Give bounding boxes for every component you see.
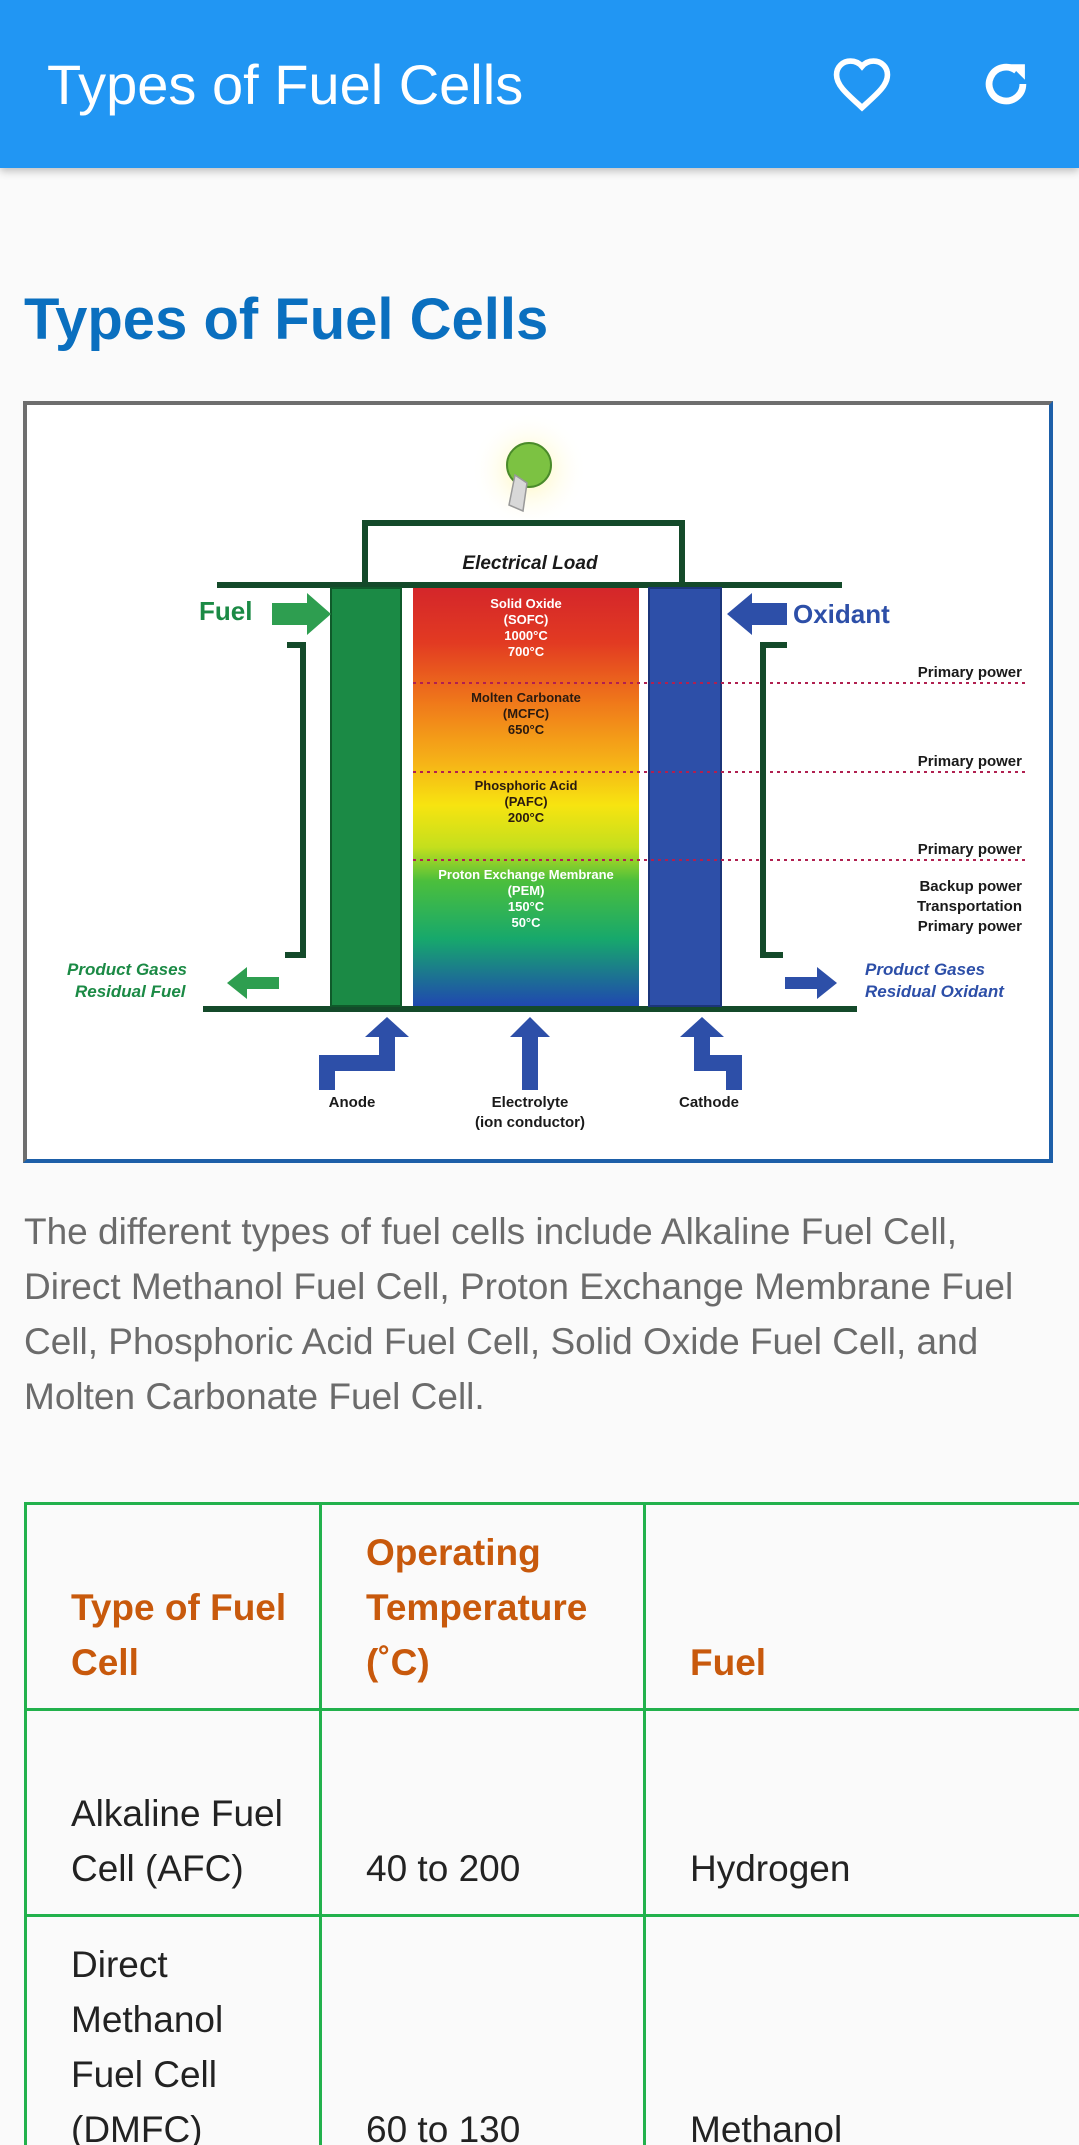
- pafc-abbr: (PAFC): [504, 794, 547, 809]
- header-temperature: Operating Temperature (˚C): [319, 1502, 646, 1711]
- electrolyte-arrow: [510, 1017, 550, 1090]
- app-bar: Types of Fuel Cells: [0, 0, 1079, 168]
- cell-type: Alkaline Fuel Cell (AFC): [24, 1708, 322, 1917]
- cathode-block: [648, 587, 722, 1007]
- header-type: Type of Fuel Cell: [24, 1502, 322, 1711]
- primary-power-label-4: Primary power: [918, 918, 1022, 935]
- pem-temp-high: 150°C: [508, 899, 545, 914]
- anode-label: Anode: [329, 1094, 376, 1111]
- electrolyte-block: [413, 588, 639, 1006]
- page-title: Types of Fuel Cells: [24, 287, 549, 352]
- cell-fuel: Hydrogen: [643, 1708, 1079, 1917]
- pem-temp-low: 50°C: [511, 915, 541, 930]
- anode-block: [330, 587, 402, 1007]
- fuel-out-arrow: [227, 967, 279, 999]
- article-description: The different types of fuel cells includ…: [24, 1211, 1014, 1417]
- mcfc-temp: 650°C: [508, 722, 545, 737]
- load-circuit: [362, 520, 685, 583]
- primary-power-label-2: Primary power: [918, 753, 1022, 770]
- pafc-temp: 200°C: [508, 810, 545, 825]
- refresh-icon: [985, 63, 1027, 105]
- mcfc-abbr: (MCFC): [503, 706, 549, 721]
- ion-conductor-label: (ion conductor): [475, 1114, 585, 1131]
- cathode-arrow: [680, 1017, 742, 1090]
- light-bulb-icon: [506, 442, 552, 513]
- oxidant-label: Oxidant: [793, 599, 890, 629]
- sofc-temp-high: 1000°C: [504, 628, 548, 643]
- oxidant-out-arrow: [785, 967, 837, 999]
- oxidant-in-arrow: [727, 593, 787, 635]
- sofc-label: Solid Oxide: [490, 596, 562, 611]
- electrical-load-label: Electrical Load: [462, 553, 598, 574]
- refresh-button[interactable]: [966, 44, 1046, 124]
- cell-temperature: 40 to 200: [319, 1708, 646, 1917]
- app-bar-title: Types of Fuel Cells: [47, 53, 524, 116]
- header-fuel: Fuel: [643, 1502, 1079, 1711]
- cell-fuel: Methanol: [643, 1914, 1079, 2145]
- sofc-abbr: (SOFC): [504, 612, 549, 627]
- pem-abbr: (PEM): [508, 883, 545, 898]
- table-row: Alkaline Fuel Cell (AFC) 40 to 200 Hydro…: [24, 1708, 1079, 1917]
- fuel-label: Fuel: [199, 596, 252, 626]
- pem-label: Proton Exchange Membrane: [438, 867, 614, 882]
- product-gases-right: Product Gases: [865, 960, 985, 979]
- fuel-return-path: [285, 642, 306, 958]
- heart-outline-icon: [833, 58, 891, 112]
- residual-oxidant-label: Residual Oxidant: [865, 982, 1005, 1001]
- fuel-cell-diagram: Electrical Load Solid Oxide (SOFC) 1000°…: [23, 401, 1053, 1163]
- favorite-button[interactable]: [822, 44, 902, 124]
- mcfc-label: Molten Carbonate: [471, 690, 581, 705]
- cell-temperature: 60 to 130: [319, 1914, 646, 2145]
- electrolyte-label: Electrolyte: [492, 1094, 569, 1111]
- transportation-label: Transportation: [917, 898, 1022, 915]
- product-gases-left: Product Gases: [67, 960, 187, 979]
- fuel-cell-table: Type of Fuel Cell Operating Temperature …: [24, 1502, 1079, 2145]
- anode-arrow: [319, 1017, 409, 1090]
- primary-power-label-3: Primary power: [918, 841, 1022, 858]
- pafc-label: Phosphoric Acid: [475, 778, 578, 793]
- fuel-in-arrow: [272, 593, 331, 635]
- oxidant-return-path: [760, 642, 787, 958]
- primary-power-label-1: Primary power: [918, 664, 1022, 681]
- cell-type: Direct Methanol Fuel Cell (DMFC): [24, 1914, 322, 2145]
- table-header-row: Type of Fuel Cell Operating Temperature …: [24, 1502, 1079, 1711]
- cathode-label: Cathode: [679, 1094, 739, 1111]
- article-content: Types of Fuel Cells: [0, 168, 1079, 2145]
- table-row: Direct Methanol Fuel Cell (DMFC) 60 to 1…: [24, 1914, 1079, 2145]
- residual-fuel-label: Residual Fuel: [75, 982, 187, 1001]
- backup-power-label: Backup power: [919, 878, 1022, 895]
- sofc-temp-low: 700°C: [508, 644, 545, 659]
